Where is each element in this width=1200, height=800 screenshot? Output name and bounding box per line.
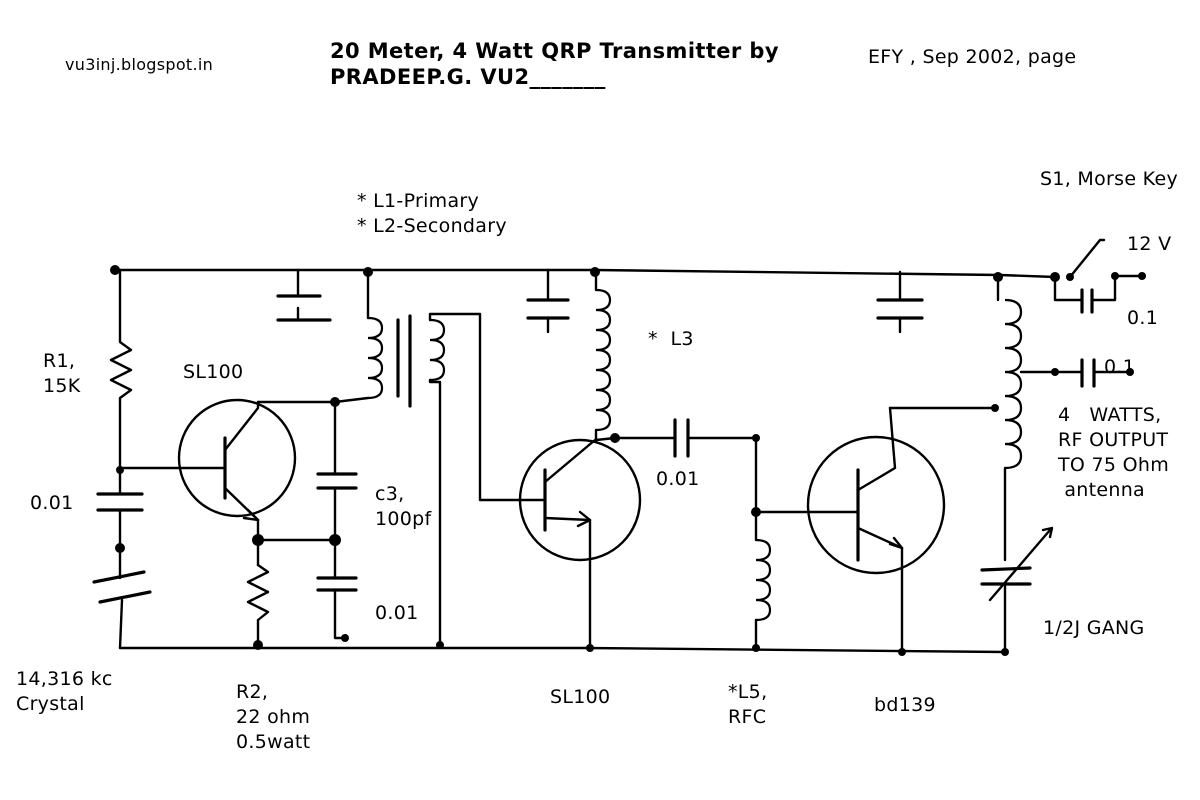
crystal — [92, 570, 152, 604]
label-l1: * L1-Primary — [357, 190, 480, 212]
supply-rail — [113, 268, 1057, 279]
label-crystal: Crystal — [16, 693, 85, 715]
label-r1-name: R1, — [43, 350, 76, 372]
morse-key — [1068, 238, 1106, 279]
transformer-core — [396, 314, 412, 408]
label-r2-value: 22 ohm — [236, 706, 311, 728]
label-r2-name: R2, — [236, 681, 269, 703]
label-c3-name: c3, — [375, 483, 405, 505]
label-cap-out: 0.1 — [1104, 356, 1136, 378]
label-l5-rfc: RFC — [728, 706, 767, 728]
capacitor-bypass-1 — [276, 294, 332, 322]
capacitor-bypass-3 — [876, 298, 924, 320]
label-output-1: 4 WATTS, — [1058, 404, 1162, 426]
coil-l5 — [755, 538, 772, 622]
transistor-q3 — [806, 435, 946, 575]
label-l3: * L3 — [648, 328, 694, 350]
blog-url: vu3inj.blogspot.in — [65, 55, 214, 74]
capacitor-c3 — [316, 472, 358, 490]
title-line-1: 20 Meter, 4 Watt QRP Transmitter by — [330, 39, 779, 63]
capacitor-c1 — [96, 492, 144, 512]
capacitor-output — [1080, 358, 1096, 388]
capacitor-c4 — [316, 576, 358, 592]
transistor-q2 — [518, 438, 642, 562]
coil-l2 — [429, 318, 446, 382]
label-output-2: RF OUTPUT — [1058, 429, 1169, 451]
label-c-couple: 0.01 — [656, 468, 700, 490]
label-s1: S1, Morse Key — [1040, 168, 1179, 190]
label-c-left: 0.01 — [30, 492, 74, 514]
coil-l1 — [367, 316, 384, 400]
label-cap-key: 0.1 — [1127, 307, 1159, 329]
resistor-r2 — [246, 563, 270, 647]
title-line-2: PRADEEP.G. VU2_______ — [330, 65, 606, 89]
label-c3-value: 100pf — [375, 508, 432, 530]
label-q3: bd139 — [874, 694, 936, 716]
label-l5-name: *L5, — [728, 681, 768, 703]
label-r2-power: 0.5watt — [236, 731, 311, 753]
label-l2: * L2-Secondary — [357, 215, 507, 237]
transistor-q1 — [177, 398, 297, 518]
label-q1: SL100 — [183, 361, 244, 383]
label-12v: 12 V — [1127, 233, 1172, 255]
coil-l4 — [1004, 298, 1023, 470]
label-output-3: TO 75 Ohm — [1058, 454, 1170, 476]
label-gang: 1/2J GANG — [1043, 617, 1145, 639]
coil-l3 — [595, 288, 612, 432]
ground-rail — [118, 646, 1007, 654]
label-output-4: antenna — [1058, 479, 1145, 501]
label-crystal-freq: 14,316 kc — [16, 668, 113, 690]
label-q2: SL100 — [550, 686, 611, 708]
capacitor-key — [1080, 288, 1094, 314]
label-c-mid: 0.01 — [375, 602, 419, 624]
source-note: EFY , Sep 2002, page — [868, 46, 1077, 68]
junction-dots — [110, 265, 1146, 656]
resistor-r1 — [109, 268, 133, 472]
label-r1-value: 15K — [43, 375, 81, 397]
capacitor-bypass-2 — [526, 298, 570, 320]
capacitor-coupling — [673, 418, 690, 458]
